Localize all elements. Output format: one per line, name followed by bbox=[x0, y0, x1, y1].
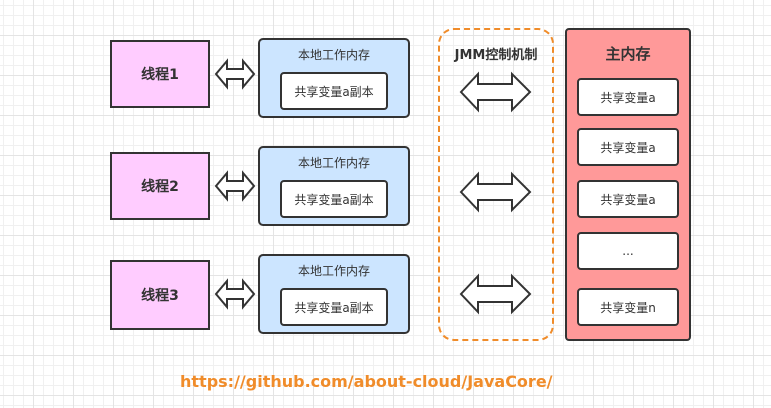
jmm-title: JMM控制机制 bbox=[454, 48, 538, 63]
local-memory-title: 本地工作内存 bbox=[297, 48, 370, 62]
main-variable: 共享变量n bbox=[577, 288, 679, 326]
local-memory-1: 本地工作内存 共享变量a副本 bbox=[258, 38, 410, 118]
source-url[interactable]: https://github.com/about-cloud/JavaCore/ bbox=[180, 372, 553, 391]
double-arrow-icon bbox=[458, 70, 534, 114]
local-memory-3: 本地工作内存 共享变量a副本 bbox=[258, 254, 410, 334]
thread-1-label: 线程1 bbox=[141, 67, 179, 83]
double-arrow-icon bbox=[214, 58, 256, 90]
main-variable: 共享变量a bbox=[577, 78, 679, 116]
shared-variable-copy-label: 共享变量a副本 bbox=[294, 84, 374, 99]
thread-2-box: 线程2 bbox=[110, 152, 210, 220]
thread-1-box: 线程1 bbox=[110, 40, 210, 108]
thread-3-box: 线程3 bbox=[110, 260, 210, 330]
main-variable-label: 共享变量a bbox=[600, 192, 656, 207]
main-variable-label: 共享变量a bbox=[600, 90, 656, 105]
double-arrow-icon bbox=[458, 272, 534, 316]
shared-variable-copy: 共享变量a副本 bbox=[280, 180, 388, 218]
main-variable: 共享变量a bbox=[577, 180, 679, 218]
local-memory-title: 本地工作内存 bbox=[297, 264, 370, 278]
double-arrow-icon bbox=[214, 278, 256, 310]
shared-variable-copy-label: 共享变量a副本 bbox=[294, 192, 374, 207]
main-variable: 共享变量a bbox=[577, 128, 679, 166]
shared-variable-copy: 共享变量a副本 bbox=[280, 72, 388, 110]
local-memory-title: 本地工作内存 bbox=[297, 156, 370, 170]
jmm-control-region: JMM控制机制 bbox=[438, 28, 554, 341]
main-variable: ... bbox=[577, 232, 679, 270]
double-arrow-icon bbox=[458, 170, 534, 214]
shared-variable-copy: 共享变量a副本 bbox=[280, 288, 388, 326]
main-variable-label: 共享变量a bbox=[600, 140, 656, 155]
main-memory-title: 主内存 bbox=[605, 45, 651, 63]
thread-3-label: 线程3 bbox=[141, 288, 179, 304]
main-variable-label: ... bbox=[622, 244, 634, 258]
thread-2-label: 线程2 bbox=[141, 179, 179, 195]
local-memory-2: 本地工作内存 共享变量a副本 bbox=[258, 146, 410, 226]
main-memory: 主内存 共享变量a 共享变量a 共享变量a ... 共享变量n bbox=[565, 28, 691, 341]
main-variable-label: 共享变量n bbox=[600, 300, 656, 315]
shared-variable-copy-label: 共享变量a副本 bbox=[294, 300, 374, 315]
double-arrow-icon bbox=[214, 170, 256, 202]
